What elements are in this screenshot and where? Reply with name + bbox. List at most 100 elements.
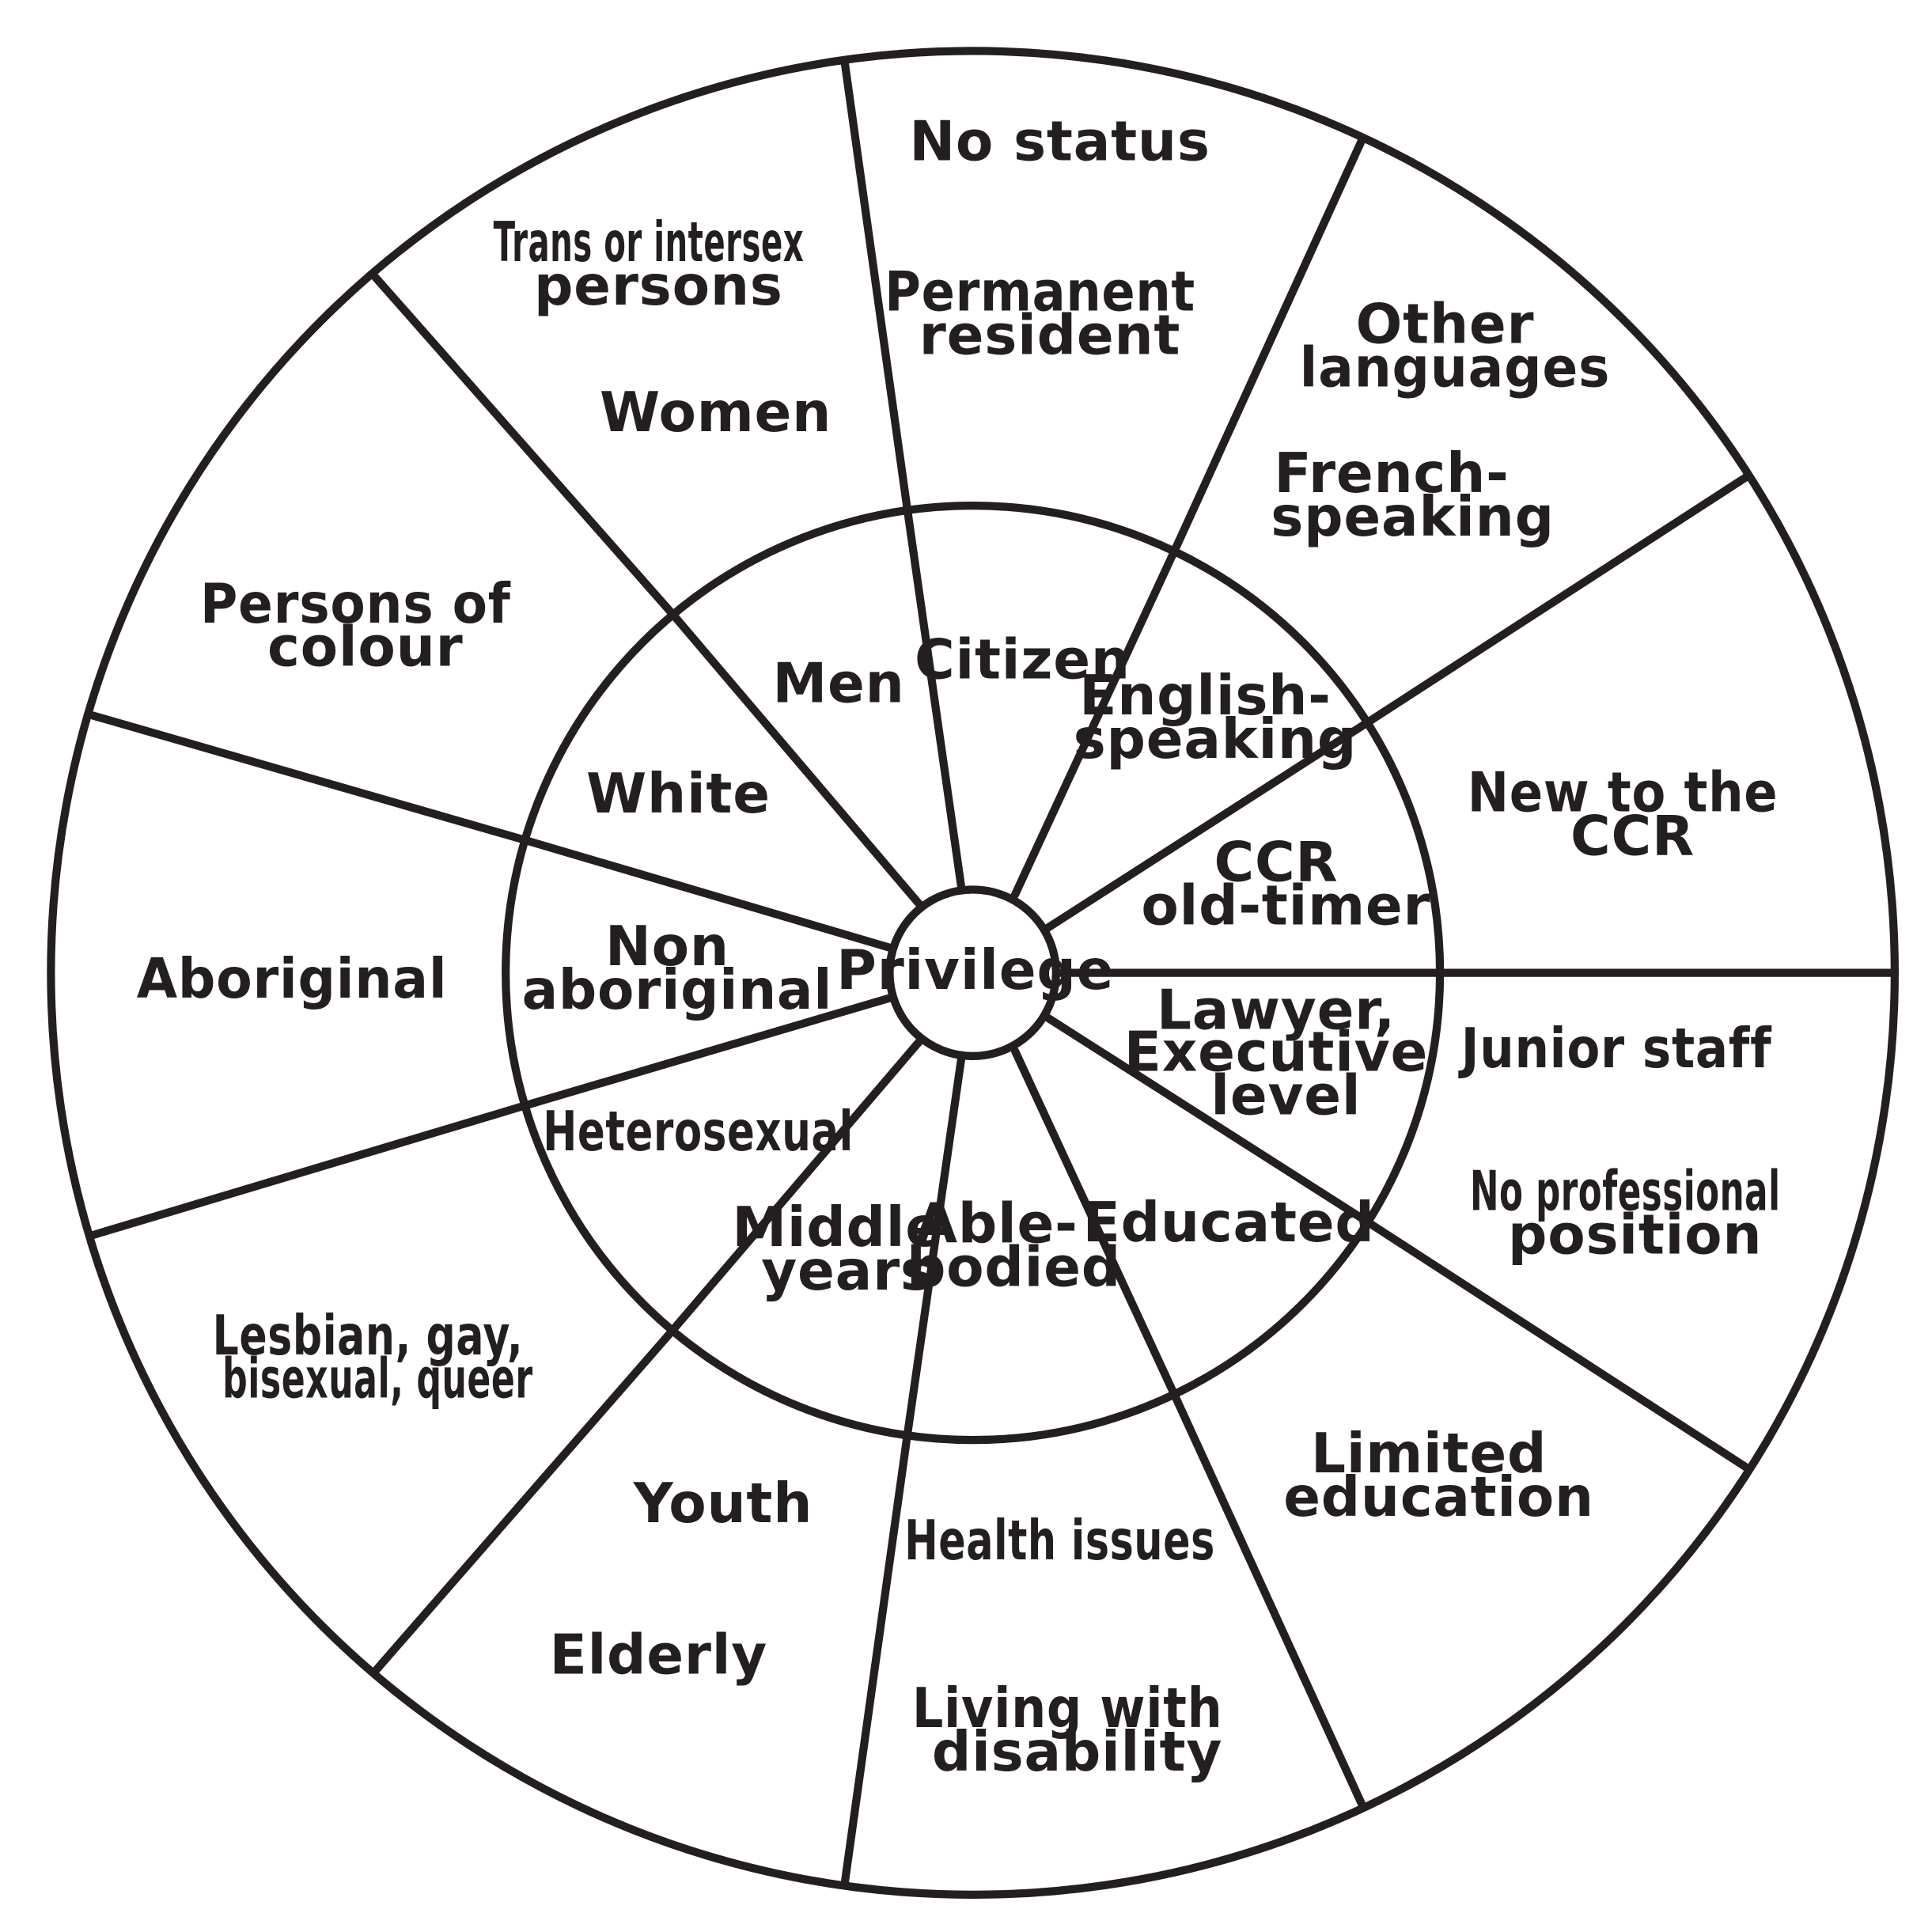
label-able-bodied: Able- bodied [907,1192,1121,1299]
label-line: bodied [907,1236,1121,1299]
label-limited-education: Limited education [1283,1422,1594,1529]
spoke-inner-white-men [669,611,925,910]
label-line: disability [932,1721,1222,1784]
label-citizen: Citizen [915,628,1131,691]
label-women: Women [600,381,832,445]
spoke-inner-nonabor-white [520,835,896,953]
label-english-speaking: English- speaking [1074,665,1358,771]
spoke-outer-languages-left [1169,136,1366,556]
spoke-inner-english-ccr [1043,716,1375,933]
label-white: White [586,763,771,826]
label-line: speaking [1074,708,1358,771]
spoke-inner-men-citizen [903,502,966,894]
label-middle-years: Middle years [732,1196,962,1303]
outer-labels: No status Permanent resident Other langu… [137,111,1800,1784]
label-aboriginal: Aboriginal [137,948,448,1011]
label-health-issues: Health issues [904,1510,1215,1573]
label-line: Limited [1311,1422,1547,1486]
label-no-professional-position: No professional position [1470,1161,1800,1267]
spoke-inner-middle-hetero [669,1036,925,1334]
label-line: No status [909,111,1210,174]
spoke-inner-hetero-nonabor [520,993,896,1110]
label-line: Elderly [550,1623,767,1687]
spoke-outer-newccr-top [1366,472,1752,725]
label-line: education [1283,1466,1594,1529]
label-line: level [1210,1065,1361,1128]
spoke-inner-lawyer-educated [1043,1013,1375,1228]
label-line: speaking [1271,486,1555,549]
label-line: CCR [1214,831,1338,894]
label-line: Middle [732,1196,943,1260]
label-line: French- [1274,442,1509,506]
label-line: Heterosexual [543,1100,854,1164]
outer-spokes [89,59,1899,1887]
label-line: persons [534,255,783,318]
label-educated: Educated [1083,1191,1375,1255]
spoke-inner-able-middle [903,1051,966,1442]
label-line: years [761,1240,934,1303]
label-line: bisexual, queer [222,1348,533,1411]
label-line: Junior staff [1458,1017,1771,1081]
spoke-outer-limited-bottom [1169,1389,1366,1809]
label-persons-of-colour: Persons of colour [200,573,530,680]
label-line: Citizen [915,628,1131,691]
label-line: CCR [1570,805,1695,868]
label-line: Able- [915,1192,1078,1256]
label-line: Trans or intersex [494,211,805,275]
label-line: English- [1079,665,1331,728]
spoke-outer-colour-top [371,273,678,619]
spoke-outer-youth-left [371,1325,678,1676]
label-line: Educated [1083,1191,1375,1255]
label-line: Non [605,915,729,979]
label-line: Women [600,381,832,445]
label-line: Other [1356,293,1535,356]
spoke-outer-health-left [840,1433,911,1887]
label-line: position [1508,1204,1762,1267]
label-line: aboriginal [522,959,833,1022]
label-line: No professional [1470,1161,1781,1224]
label-line: Living with [912,1677,1223,1741]
spoke-outer-lgbq-top [89,1101,528,1240]
spoke-inner-educated-able [1010,1047,1179,1399]
label-line: White [586,763,771,826]
label-line: old-timer [1141,874,1430,938]
label-line: Lawyer, [1157,979,1396,1042]
label-trans-intersex: Trans or intersex persons [494,211,824,318]
label-new-to-ccr: New to the CCR [1468,761,1798,868]
label-youth: Youth [633,1472,813,1536]
spoke-inner-citizen-english [1010,547,1179,899]
label-french-speaking: French- speaking [1271,442,1555,549]
inner-spokes [520,502,1445,1442]
label-line: Aboriginal [137,948,448,1011]
label-living-with-disability: Living with disability [912,1677,1242,1784]
label-junior-staff: Junior staff [1458,1017,1771,1081]
label-line: Persons of [200,573,511,636]
spoke-outer-junior-bottom [1366,1219,1752,1473]
label-non-aboriginal: Non aboriginal [522,915,833,1022]
label-heterosexual: Heterosexual [543,1100,854,1164]
spoke-outer-aboriginal-top [89,711,528,844]
label-line: Executive [1124,1021,1428,1085]
label-line: Permanent [885,261,1195,324]
label-line: New to the [1468,761,1779,824]
label-other-languages: Other languages [1300,293,1611,400]
label-lawyer-executive: Lawyer, Executive level [1124,979,1448,1127]
label-line: Lesbian, gay, [213,1305,524,1368]
spoke-outer-nostatus-left [840,59,911,511]
label-lgbq: Lesbian, gay, bisexual, queer [213,1305,543,1411]
label-permanent-resident: Permanent resident [885,261,1214,368]
label-line: languages [1300,336,1611,400]
center-label: Privilege [836,939,1114,1002]
label-line: Health issues [904,1510,1215,1573]
label-ccr-old-timer: CCR old-timer [1141,831,1430,938]
inner-labels: English- speaking CCR old-timer Lawyer, … [522,628,1448,1303]
center-hub [885,885,1060,1060]
label-line: colour [267,616,464,680]
label-no-status: No status [909,111,1210,174]
label-elderly: Elderly [550,1623,767,1687]
label-line: Men [772,652,904,715]
label-line: resident [919,305,1181,368]
label-men: Men [772,652,904,715]
label-line: Youth [633,1472,813,1536]
